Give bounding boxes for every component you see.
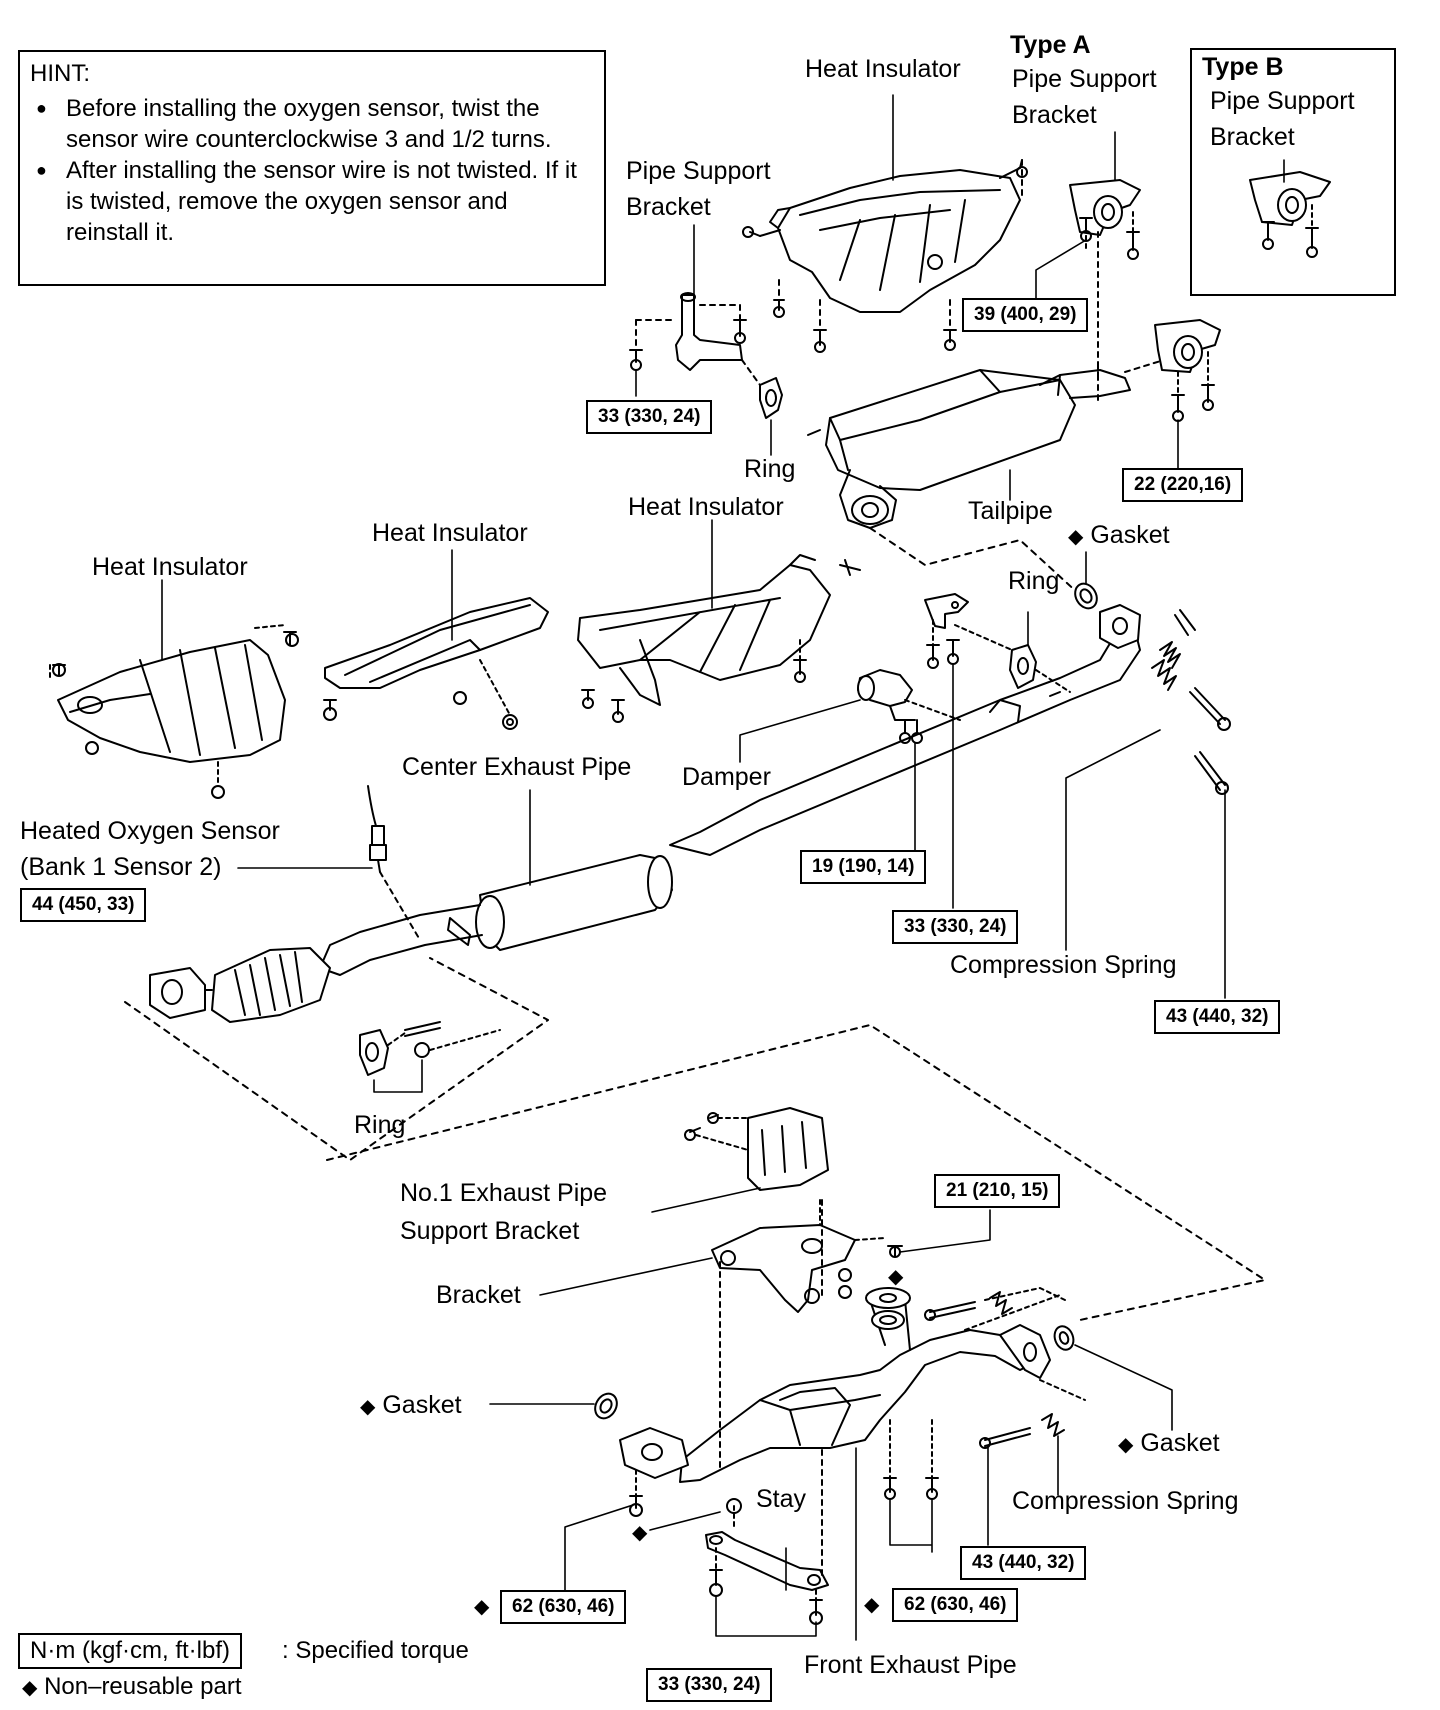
label-no1-bracket-2: Support Bracket	[400, 1217, 580, 1245]
label-ring-mid: Ring	[1008, 567, 1060, 595]
tail-gasket-part	[1074, 582, 1098, 610]
left-heat-insulator-part	[49, 624, 299, 799]
diamond-symbol: ◆	[864, 1594, 880, 1616]
torque-box-33-lower: 33 (330, 24)	[646, 1668, 773, 1702]
label-heat-insulator-left: Heat Insulator	[92, 553, 248, 581]
label-ring-lower: Ring	[354, 1111, 406, 1139]
label-pipe-support-2: Bracket	[626, 193, 711, 221]
label-heat-insulator-center: Heat Insulator	[628, 493, 784, 521]
center-exhaust-pipe-part	[124, 604, 1141, 1161]
torque-box-33-mid: 33 (330, 24)	[892, 910, 1019, 944]
diamond-symbol: ◆	[474, 1596, 490, 1618]
label-ring-upper: Ring	[744, 455, 796, 483]
label-gasket-left-text: Gasket	[382, 1391, 462, 1419]
diamond-symbol: ◆	[1118, 1434, 1134, 1456]
damper-part	[857, 669, 961, 744]
leader-lines	[161, 94, 1285, 1641]
lower-ring-part	[359, 1021, 501, 1076]
hint-box: HINT: Before installing the oxygen senso…	[18, 50, 606, 286]
top-insulator-bolts	[742, 159, 1023, 353]
label-damper: Damper	[682, 763, 771, 791]
torque-box-22: 22 (220,16)	[1122, 468, 1244, 502]
hint-list: Before installing the oxygen sensor, twi…	[30, 93, 594, 248]
torque-box-39: 39 (400, 29)	[962, 298, 1089, 332]
torque-box-43-upper: 43 (440, 32)	[1154, 1000, 1281, 1034]
torque-box-21: 21 (210, 15)	[934, 1174, 1061, 1208]
mid-bracket-part	[924, 593, 969, 669]
torque-62-left-group: ◆	[474, 1590, 489, 1622]
torque-box-19: 19 (190, 14)	[800, 850, 927, 884]
torque-box-62-left: 62 (630, 46)	[500, 1590, 627, 1624]
torque-62-right-group: ◆	[864, 1588, 879, 1620]
front-exhaust-pipe-part	[619, 1287, 1051, 1483]
top-heat-insulator-part	[759, 159, 1028, 313]
legend-unit-box: N·m (kgf·cm, ft·lbf)	[18, 1633, 242, 1669]
legend-unit-desc: : Specified torque	[282, 1637, 469, 1664]
diamond-symbol: ◆	[1068, 526, 1084, 548]
oxygen-sensor-part	[367, 785, 421, 941]
label-gasket-left: ◆ Gasket	[360, 1390, 462, 1422]
label-gasket-right: ◆ Gasket	[1118, 1428, 1220, 1460]
label-compression-spring-upper: Compression Spring	[950, 951, 1177, 979]
torque-box-62-right: 62 (630, 46)	[892, 1588, 1019, 1622]
label-center-exhaust-pipe: Center Exhaust Pipe	[402, 753, 632, 781]
diamond-symbol: ◆	[22, 1677, 38, 1699]
label-oxygen-sensor-1: Heated Oxygen Sensor	[20, 817, 280, 845]
lower-region-outline	[326, 1024, 1266, 1321]
type-a-bracket-part	[1069, 179, 1141, 381]
mid-ring-part	[954, 624, 1071, 693]
pipe-support-bracket-part	[629, 292, 747, 371]
hint-item-1: Before installing the oxygen sensor, twi…	[36, 93, 594, 155]
label-no1-bracket-1: No.1 Exhaust Pipe	[400, 1179, 608, 1207]
label-pipe-support-1: Pipe Support	[626, 157, 771, 185]
center-heat-insulator-part	[577, 554, 861, 723]
diamond-gasket-center: ◆	[888, 1266, 904, 1288]
upper-springs-part	[1151, 609, 1231, 795]
label-type-b-part-2: Bracket	[1210, 123, 1295, 151]
label-type-a-part-1: Pipe Support	[1012, 65, 1157, 93]
diamond-symbol: ◆	[360, 1396, 376, 1418]
type-b-frame	[1190, 48, 1396, 296]
tailpipe-bracket-part	[1154, 319, 1221, 422]
torque-box-33-upper: 33 (330, 24)	[586, 400, 713, 434]
hint-title: HINT:	[30, 60, 90, 87]
label-gasket-tail: ◆ Gasket	[1068, 520, 1170, 552]
legend-nonreusable: ◆ Non–reusable part	[22, 1672, 242, 1703]
label-oxygen-sensor-2: (Bank 1 Sensor 2)	[20, 853, 222, 881]
label-type-b-part-1: Pipe Support	[1210, 87, 1355, 115]
torque-box-44: 44 (450, 33)	[20, 888, 147, 922]
mid-heat-insulator-part	[323, 597, 549, 730]
label-compression-spring-lower: Compression Spring	[1012, 1487, 1239, 1515]
alignment-lines	[719, 379, 1099, 1581]
label-heat-insulator-mid: Heat Insulator	[372, 519, 528, 547]
label-bracket: Bracket	[436, 1281, 521, 1309]
label-tailpipe: Tailpipe	[968, 497, 1053, 525]
label-gasket-tail-text: Gasket	[1090, 521, 1170, 549]
type-b-bracket-part	[1249, 171, 1331, 258]
torque-box-43-lower: 43 (440, 32)	[960, 1546, 1087, 1580]
label-stay: Stay	[756, 1485, 807, 1513]
diamond-stay-nut: ◆	[632, 1522, 648, 1544]
legend-nonreusable-text: Non–reusable part	[44, 1673, 242, 1700]
lower-gaskets-part	[594, 1310, 1075, 1420]
stay-part	[705, 1505, 829, 1625]
hint-item-2: After installing the sensor wire is not …	[36, 155, 594, 248]
upper-ring-part	[741, 359, 783, 419]
label-type-b: Type B	[1202, 53, 1284, 81]
label-gasket-right-text: Gasket	[1140, 1429, 1220, 1457]
label-type-a-part-2: Bracket	[1012, 101, 1097, 129]
no1-support-bracket-part	[684, 1107, 829, 1191]
tailpipe-part	[807, 354, 1181, 596]
label-type-a: Type A	[1010, 31, 1091, 59]
label-front-exhaust-pipe: Front Exhaust Pipe	[804, 1651, 1017, 1679]
label-heat-insulator-top: Heat Insulator	[805, 55, 961, 83]
